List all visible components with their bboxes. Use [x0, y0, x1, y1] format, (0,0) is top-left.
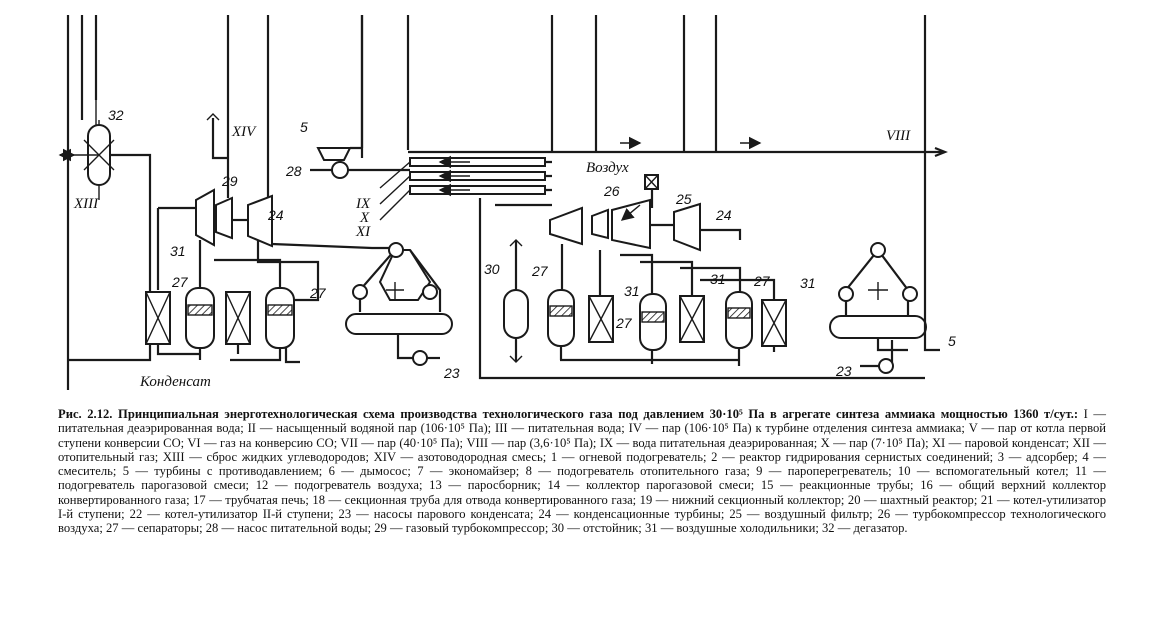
label-23-left: 23 [443, 365, 460, 381]
label-24-left: 24 [267, 207, 284, 223]
label-28: 28 [285, 163, 302, 179]
air-turbocompressor-26 [549, 174, 742, 252]
label-stream-viii: VIII [886, 128, 911, 144]
stream-xiv-outlet [206, 113, 228, 160]
caption-title: Рис. 2.12. Принципиальная энерготехнолог… [58, 407, 1079, 421]
label-30: 30 [484, 261, 500, 277]
label-25: 25 [675, 191, 692, 207]
label-27-right-a: 27 [531, 263, 549, 279]
label-29: 29 [221, 173, 238, 189]
label-condensate: Конденсат [139, 374, 211, 390]
label-31-right-a: 31 [624, 283, 640, 299]
caption-legend: I — питательная деаэрированная вода; II … [58, 407, 1107, 536]
right-boiler-drum [829, 152, 940, 374]
feedwater-pump-28 [310, 15, 410, 179]
exchanger-pipe-bundle [379, 155, 925, 380]
label-stream-xi: XI [355, 224, 371, 240]
figure-caption: Рис. 2.12. Принципиальная энерготехнолог… [58, 407, 1106, 536]
settler-30 [503, 239, 529, 363]
label-31-right-c: 31 [800, 275, 816, 291]
label-32: 32 [108, 107, 124, 123]
gas-turbocompressor-29 [156, 188, 392, 290]
label-27-right-b: 27 [615, 315, 633, 331]
label-5-top: 5 [300, 119, 308, 135]
label-stream-ix: IX [355, 196, 371, 212]
diagram-labels: 32 5 28 29 24 31 27 27 IX X XI XIV XIII … [73, 107, 956, 390]
label-stream-xiii: XIII [73, 196, 99, 212]
label-27-left-a: 27 [171, 274, 189, 290]
label-31-right-b: 31 [710, 271, 726, 287]
steam-header-viii [408, 136, 948, 158]
label-5-right: 5 [948, 333, 956, 349]
process-flow-diagram: 32 5 28 29 24 31 27 27 IX X XI XIV XIII … [58, 15, 956, 390]
left-separator-group [145, 240, 320, 364]
label-24-right: 24 [715, 207, 732, 223]
label-stream-xiv: XIV [231, 124, 257, 140]
label-stream-x: X [359, 210, 370, 226]
label-27-right-c: 27 [753, 273, 771, 289]
right-separator-group [547, 244, 787, 366]
label-23-right: 23 [835, 363, 852, 379]
label-27-left-b: 27 [309, 285, 327, 301]
left-boiler-drum [345, 242, 453, 366]
label-air: Воздух [586, 160, 629, 176]
degasser-32 [58, 100, 152, 362]
label-26: 26 [603, 183, 620, 199]
label-31-left: 31 [170, 243, 186, 259]
